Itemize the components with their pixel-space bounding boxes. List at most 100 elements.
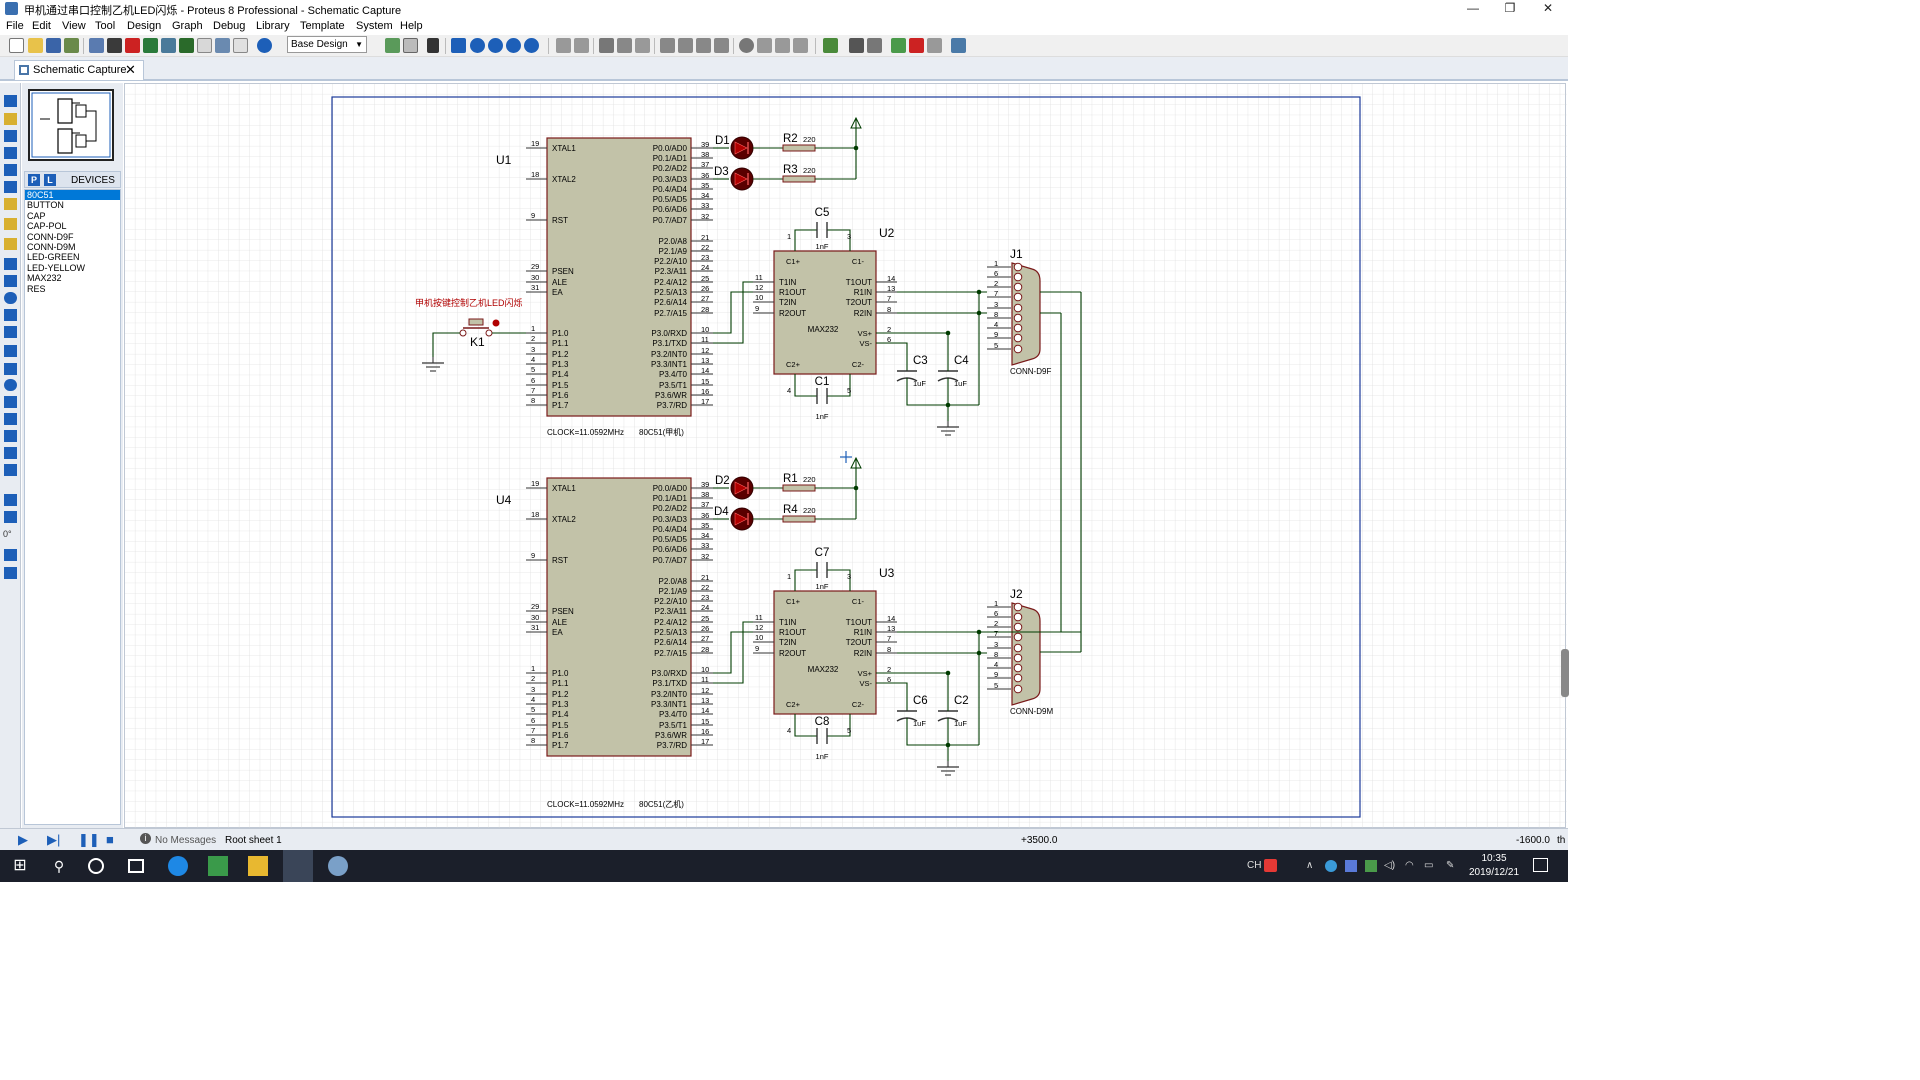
library-button[interactable]: L bbox=[44, 174, 56, 186]
origin-icon[interactable] bbox=[427, 38, 439, 53]
circle-tool-icon[interactable] bbox=[4, 379, 17, 391]
menu-edit[interactable]: Edit bbox=[32, 20, 51, 32]
component-mode-icon[interactable] bbox=[4, 113, 17, 125]
pen-icon[interactable]: ✎ bbox=[1446, 860, 1455, 871]
path-tool-icon[interactable] bbox=[4, 413, 17, 425]
step-button[interactable]: ▶| bbox=[47, 832, 61, 847]
menu-view[interactable]: View bbox=[62, 20, 86, 32]
search-icon[interactable]: ⚲ bbox=[53, 858, 65, 874]
refresh-icon[interactable] bbox=[385, 38, 400, 53]
voltage-probe-icon[interactable] bbox=[4, 309, 17, 321]
gerber-icon[interactable] bbox=[161, 38, 176, 53]
app-taskbar-icon[interactable] bbox=[328, 856, 348, 876]
source-icon[interactable] bbox=[215, 38, 230, 53]
text-tool-icon[interactable] bbox=[4, 430, 17, 442]
help-icon[interactable] bbox=[257, 38, 272, 53]
new-file-icon[interactable] bbox=[9, 38, 24, 53]
battery-icon[interactable]: ▭ bbox=[1424, 860, 1434, 871]
minimize-button[interactable]: — bbox=[1467, 1, 1479, 15]
zoom-out-icon[interactable] bbox=[488, 38, 503, 53]
mirror-y-icon[interactable] bbox=[4, 567, 17, 579]
wire-autorouter-icon[interactable] bbox=[823, 38, 838, 53]
zoom-all-icon[interactable] bbox=[506, 38, 521, 53]
block-delete-icon[interactable] bbox=[714, 38, 729, 53]
clock[interactable]: 10:35 2019/12/21 bbox=[1466, 852, 1522, 880]
restore-button[interactable]: ❐ bbox=[1504, 1, 1516, 15]
symbol-tool-icon[interactable] bbox=[4, 447, 17, 459]
decompose-icon[interactable] bbox=[793, 38, 808, 53]
notes-icon[interactable] bbox=[197, 38, 212, 53]
pcb-icon[interactable] bbox=[125, 38, 140, 53]
wifi-icon[interactable]: ◠ bbox=[1405, 860, 1414, 871]
save-icon[interactable] bbox=[46, 38, 61, 53]
block-rotate-icon[interactable] bbox=[696, 38, 711, 53]
tray-chevron-icon[interactable]: ∧ bbox=[1306, 860, 1314, 871]
close-tab-icon[interactable]: ✕ bbox=[125, 62, 136, 77]
virtual-instrument-icon[interactable] bbox=[4, 326, 17, 338]
design-select[interactable]: Base Design▼ bbox=[287, 36, 367, 53]
menu-help[interactable]: Help bbox=[400, 20, 423, 32]
marker-tool-icon[interactable] bbox=[4, 464, 17, 476]
cortana-icon[interactable] bbox=[88, 858, 104, 874]
messages-status[interactable]: No Messages bbox=[155, 835, 217, 846]
tray-network-icon[interactable] bbox=[1325, 860, 1337, 872]
packaging-icon[interactable] bbox=[775, 38, 790, 53]
file-explorer-icon[interactable] bbox=[248, 856, 268, 876]
volume-icon[interactable]: ◁) bbox=[1384, 860, 1396, 871]
device-item[interactable]: LED-YELLOW bbox=[27, 262, 86, 273]
subcircuit-icon[interactable] bbox=[4, 198, 17, 210]
close-button[interactable]: ✕ bbox=[1542, 1, 1554, 15]
rotate-ccw-icon[interactable] bbox=[4, 511, 17, 523]
rotate-cw-icon[interactable] bbox=[4, 494, 17, 506]
block-move-icon[interactable] bbox=[678, 38, 693, 53]
bus-mode-icon[interactable] bbox=[4, 181, 17, 193]
line-tool-icon[interactable] bbox=[4, 345, 17, 357]
selection-mode-icon[interactable] bbox=[4, 95, 17, 107]
tab-schematic-capture[interactable]: Schematic Capture ✕ bbox=[14, 60, 144, 80]
property-tool-icon[interactable] bbox=[867, 38, 882, 53]
start-icon[interactable]: ⊞ bbox=[13, 857, 27, 874]
graph-mode-icon[interactable] bbox=[4, 258, 17, 270]
open-folder-icon[interactable] bbox=[28, 38, 43, 53]
netlist-icon[interactable] bbox=[951, 38, 966, 53]
tray-app-icon[interactable] bbox=[1365, 860, 1377, 872]
make-device-icon[interactable] bbox=[757, 38, 772, 53]
device-item[interactable]: MAX232 bbox=[27, 273, 62, 284]
menu-tool[interactable]: Tool bbox=[95, 20, 116, 32]
proteus-taskbar-icon[interactable] bbox=[283, 850, 313, 882]
generator-icon[interactable] bbox=[4, 292, 17, 304]
pick-devices-button[interactable]: P bbox=[28, 174, 40, 186]
remove-sheet-icon[interactable] bbox=[909, 38, 924, 53]
undo-icon[interactable] bbox=[556, 38, 571, 53]
redo-icon[interactable] bbox=[574, 38, 589, 53]
paste-icon[interactable] bbox=[635, 38, 650, 53]
menu-graph[interactable]: Graph bbox=[172, 20, 203, 32]
pick-device-icon[interactable] bbox=[739, 38, 754, 53]
pause-button[interactable]: ❚❚ bbox=[78, 832, 100, 847]
terminals-icon[interactable] bbox=[4, 218, 17, 230]
wire-label-icon[interactable] bbox=[4, 147, 17, 159]
store-app-icon[interactable] bbox=[208, 856, 228, 876]
device-item[interactable]: LED-GREEN bbox=[27, 252, 80, 263]
device-item[interactable]: RES bbox=[27, 283, 46, 294]
cut-icon[interactable] bbox=[599, 38, 614, 53]
menu-system[interactable]: System bbox=[356, 20, 393, 32]
overview-window[interactable] bbox=[28, 89, 114, 161]
pan-icon[interactable] bbox=[451, 38, 466, 53]
edge-browser-icon[interactable] bbox=[168, 856, 188, 876]
copy-icon[interactable] bbox=[617, 38, 632, 53]
arc-tool-icon[interactable] bbox=[4, 396, 17, 408]
schematic-icon[interactable] bbox=[107, 38, 122, 53]
sogou-ime-icon[interactable] bbox=[1264, 859, 1277, 872]
report-icon[interactable] bbox=[233, 38, 248, 53]
home-icon[interactable] bbox=[89, 38, 104, 53]
device-item[interactable]: BUTTON bbox=[27, 200, 64, 211]
search-tag-icon[interactable] bbox=[849, 38, 864, 53]
junction-mode-icon[interactable] bbox=[4, 130, 17, 142]
menu-library[interactable]: Library bbox=[256, 20, 290, 32]
device-item[interactable]: CAP bbox=[27, 210, 46, 221]
zoom-in-icon[interactable] bbox=[470, 38, 485, 53]
menu-design[interactable]: Design bbox=[127, 20, 162, 32]
device-item[interactable]: 80C51 bbox=[25, 190, 120, 201]
menu-file[interactable]: File bbox=[6, 20, 24, 32]
